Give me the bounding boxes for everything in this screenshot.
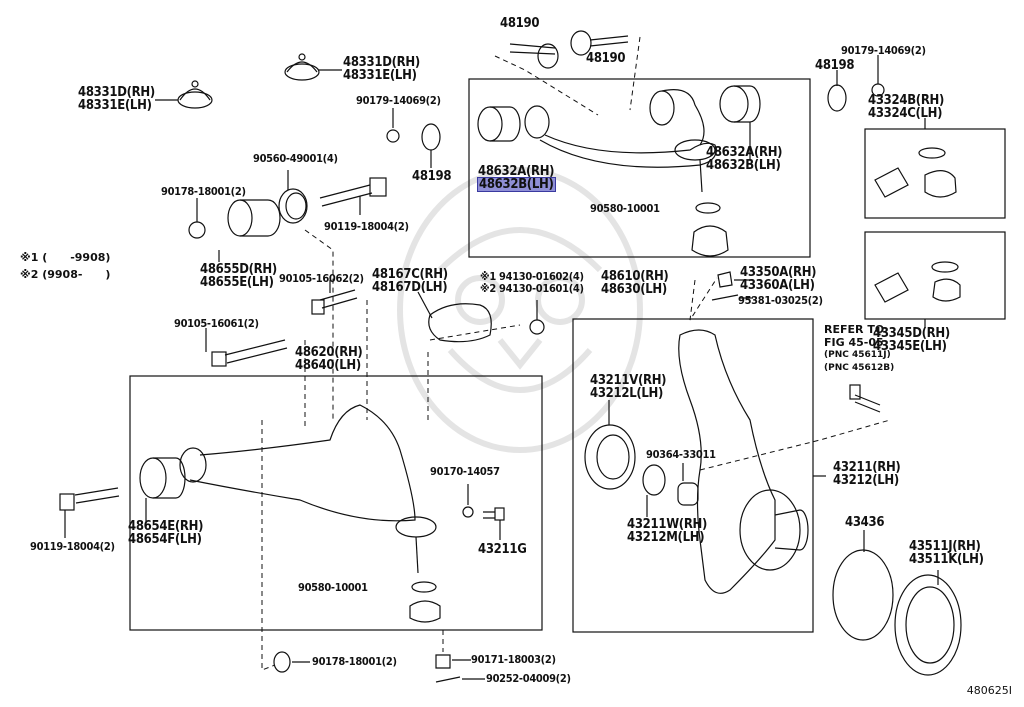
knuckle-frame bbox=[572, 318, 814, 633]
part-label-90170[interactable]: 90170-14057 bbox=[430, 465, 500, 478]
part-number: 43324C(LH) bbox=[868, 106, 943, 121]
part-number: ※2 94130-01601(4) bbox=[480, 282, 584, 295]
part-number: 48655D(RH) bbox=[200, 262, 277, 277]
footnote-mark: ※1 bbox=[20, 251, 39, 264]
part-number: 48331E(LH) bbox=[343, 68, 417, 83]
footnote-mark: ※2 bbox=[20, 268, 39, 281]
part-number: 48640(LH) bbox=[295, 358, 361, 373]
part-label-48654[interactable]: 48654E(RH)48654F(LH) bbox=[128, 520, 203, 546]
refer-pnc: (PNC 45612B) bbox=[824, 363, 895, 373]
part-number: 48610(RH) bbox=[601, 269, 669, 284]
part-number: 43345E(LH) bbox=[873, 339, 947, 354]
part-label-48632-left[interactable]: 48632A(RH)48632B(LH) bbox=[477, 164, 556, 192]
part-label-90179-right[interactable]: 90179-14069(2) bbox=[841, 44, 926, 57]
part-number: 43211V(RH) bbox=[590, 373, 667, 388]
part-label-43211v[interactable]: 43211V(RH)43212L(LH) bbox=[590, 373, 667, 401]
part-number: 48167C(RH) bbox=[372, 267, 448, 282]
figure-id: 480625I bbox=[966, 684, 1012, 697]
part-number: 43324B(RH) bbox=[868, 93, 945, 108]
ball-joint-cap-right bbox=[284, 53, 342, 81]
part-label-43436[interactable]: 43436 bbox=[845, 515, 885, 530]
part-label-48198-left[interactable]: 48198 bbox=[412, 169, 452, 184]
refer-figure: FIG 45-05 bbox=[824, 336, 884, 349]
refer-line: REFER TO bbox=[824, 323, 885, 336]
part-label-48190-a[interactable]: 48190 bbox=[500, 16, 540, 31]
part-label-90560[interactable]: 90560-49001(4) bbox=[253, 152, 338, 165]
part-number: 48331E(LH) bbox=[78, 98, 152, 113]
ball-joint-cap-left bbox=[155, 80, 213, 109]
part-label-90171[interactable]: 90171-18003(2) bbox=[471, 653, 556, 666]
part-label-48632-right[interactable]: 48632A(RH)48632B(LH) bbox=[706, 145, 783, 173]
part-label-90105-16061[interactable]: 90105-16061(2) bbox=[174, 317, 259, 330]
part-label-90105-16062[interactable]: 90105-16062(2) bbox=[279, 272, 364, 285]
part-number: 48632A(RH) bbox=[706, 145, 783, 160]
part-label-90119-bottom[interactable]: 90119-18004(2) bbox=[30, 540, 115, 553]
part-label-43345[interactable]: 43345D(RH)43345E(LH) bbox=[873, 327, 950, 353]
lower-balljoint-kit-frame bbox=[864, 231, 1006, 320]
part-number: 48167D(LH) bbox=[372, 280, 448, 295]
footnote-range: ( -9908) bbox=[42, 251, 111, 264]
part-number: 43212(LH) bbox=[833, 473, 899, 488]
footnote-2: ※2 (9908- ) bbox=[20, 268, 110, 281]
part-number: 43511K(LH) bbox=[909, 552, 984, 567]
part-label-43211g[interactable]: 43211G bbox=[478, 542, 527, 557]
footnote-range: (9908- ) bbox=[42, 268, 111, 281]
part-number: 43511J(RH) bbox=[909, 539, 981, 554]
part-number: 48654E(RH) bbox=[128, 519, 204, 534]
upper-control-arm bbox=[477, 85, 761, 257]
part-number: ※1 94130-01602(4) bbox=[480, 270, 584, 283]
part-label-48620[interactable]: 48620(RH)48640(LH) bbox=[295, 345, 363, 373]
part-number: 43212M(LH) bbox=[627, 530, 705, 545]
part-label-48331-left[interactable]: 48331D(RH)48331E(LH) bbox=[78, 86, 155, 112]
lower-control-arm bbox=[139, 404, 441, 623]
part-number: 48632B(LH) bbox=[706, 158, 781, 173]
footnote-1: ※1 ( -9908) bbox=[20, 251, 110, 264]
part-label-48198-right[interactable]: 48198 bbox=[815, 58, 855, 73]
part-label-90119-top[interactable]: 90119-18004(2) bbox=[324, 220, 409, 233]
part-number: 48630(LH) bbox=[601, 282, 667, 297]
part-label-43211w[interactable]: 43211W(RH)43212M(LH) bbox=[627, 518, 707, 544]
part-number: 48654F(LH) bbox=[128, 532, 202, 547]
part-label-48655[interactable]: 48655D(RH)48655E(LH) bbox=[200, 263, 277, 289]
part-label-90580-bottom[interactable]: 90580-10001 bbox=[298, 581, 368, 594]
part-label-94130[interactable]: ※1 94130-01602(4)※2 94130-01601(4) bbox=[480, 271, 584, 295]
part-number: 43350A(RH) bbox=[740, 265, 817, 280]
part-label-90179-left[interactable]: 90179-14069(2) bbox=[356, 94, 441, 107]
part-label-43211[interactable]: 43211(RH)43212(LH) bbox=[833, 460, 901, 488]
part-label-48190-b[interactable]: 48190 bbox=[586, 51, 626, 66]
part-number: 43211W(RH) bbox=[627, 517, 708, 532]
part-label-90364[interactable]: 90364-33011 bbox=[646, 448, 716, 461]
part-label-48610[interactable]: 48610(RH)48630(LH) bbox=[601, 269, 669, 297]
upper-arm-frame bbox=[468, 78, 811, 258]
lower-arm-frame bbox=[129, 375, 543, 631]
part-number: 43211(RH) bbox=[833, 460, 901, 475]
part-label-95381[interactable]: 95381-03025(2) bbox=[738, 294, 823, 307]
part-label-43324[interactable]: 43324B(RH)43324C(LH) bbox=[868, 94, 944, 120]
part-label-48331-right[interactable]: 48331D(RH)48331E(LH) bbox=[343, 56, 420, 82]
part-label-90580-top[interactable]: 90580-10001 bbox=[590, 202, 660, 215]
part-label-43511[interactable]: 43511J(RH)43511K(LH) bbox=[909, 540, 984, 566]
part-number: 48632A(RH) bbox=[478, 164, 555, 179]
upper-balljoint-kit-frame bbox=[864, 128, 1006, 219]
part-label-90178-top[interactable]: 90178-18001(2) bbox=[161, 185, 246, 198]
part-number: 43345D(RH) bbox=[873, 326, 950, 341]
steering-knuckle bbox=[678, 329, 809, 594]
part-number: 43360A(LH) bbox=[740, 278, 815, 293]
highlighted-part-number[interactable]: 48632B(LH) bbox=[477, 177, 556, 192]
part-number: 43212L(LH) bbox=[590, 386, 664, 401]
part-label-43350[interactable]: 43350A(RH)43360A(LH) bbox=[740, 265, 817, 293]
part-label-90178-bottom[interactable]: 90178-18001(2) bbox=[312, 655, 397, 668]
part-number: 48331D(RH) bbox=[343, 55, 420, 70]
part-label-48167[interactable]: 48167C(RH)48167D(LH) bbox=[372, 268, 448, 294]
part-label-90252[interactable]: 90252-04009(2) bbox=[486, 672, 571, 685]
part-number: 48620(RH) bbox=[295, 345, 363, 360]
part-number: 48331D(RH) bbox=[78, 85, 155, 100]
refer-pnc: (PNC 45611J) bbox=[824, 350, 891, 360]
part-number: 48655E(LH) bbox=[200, 275, 274, 290]
